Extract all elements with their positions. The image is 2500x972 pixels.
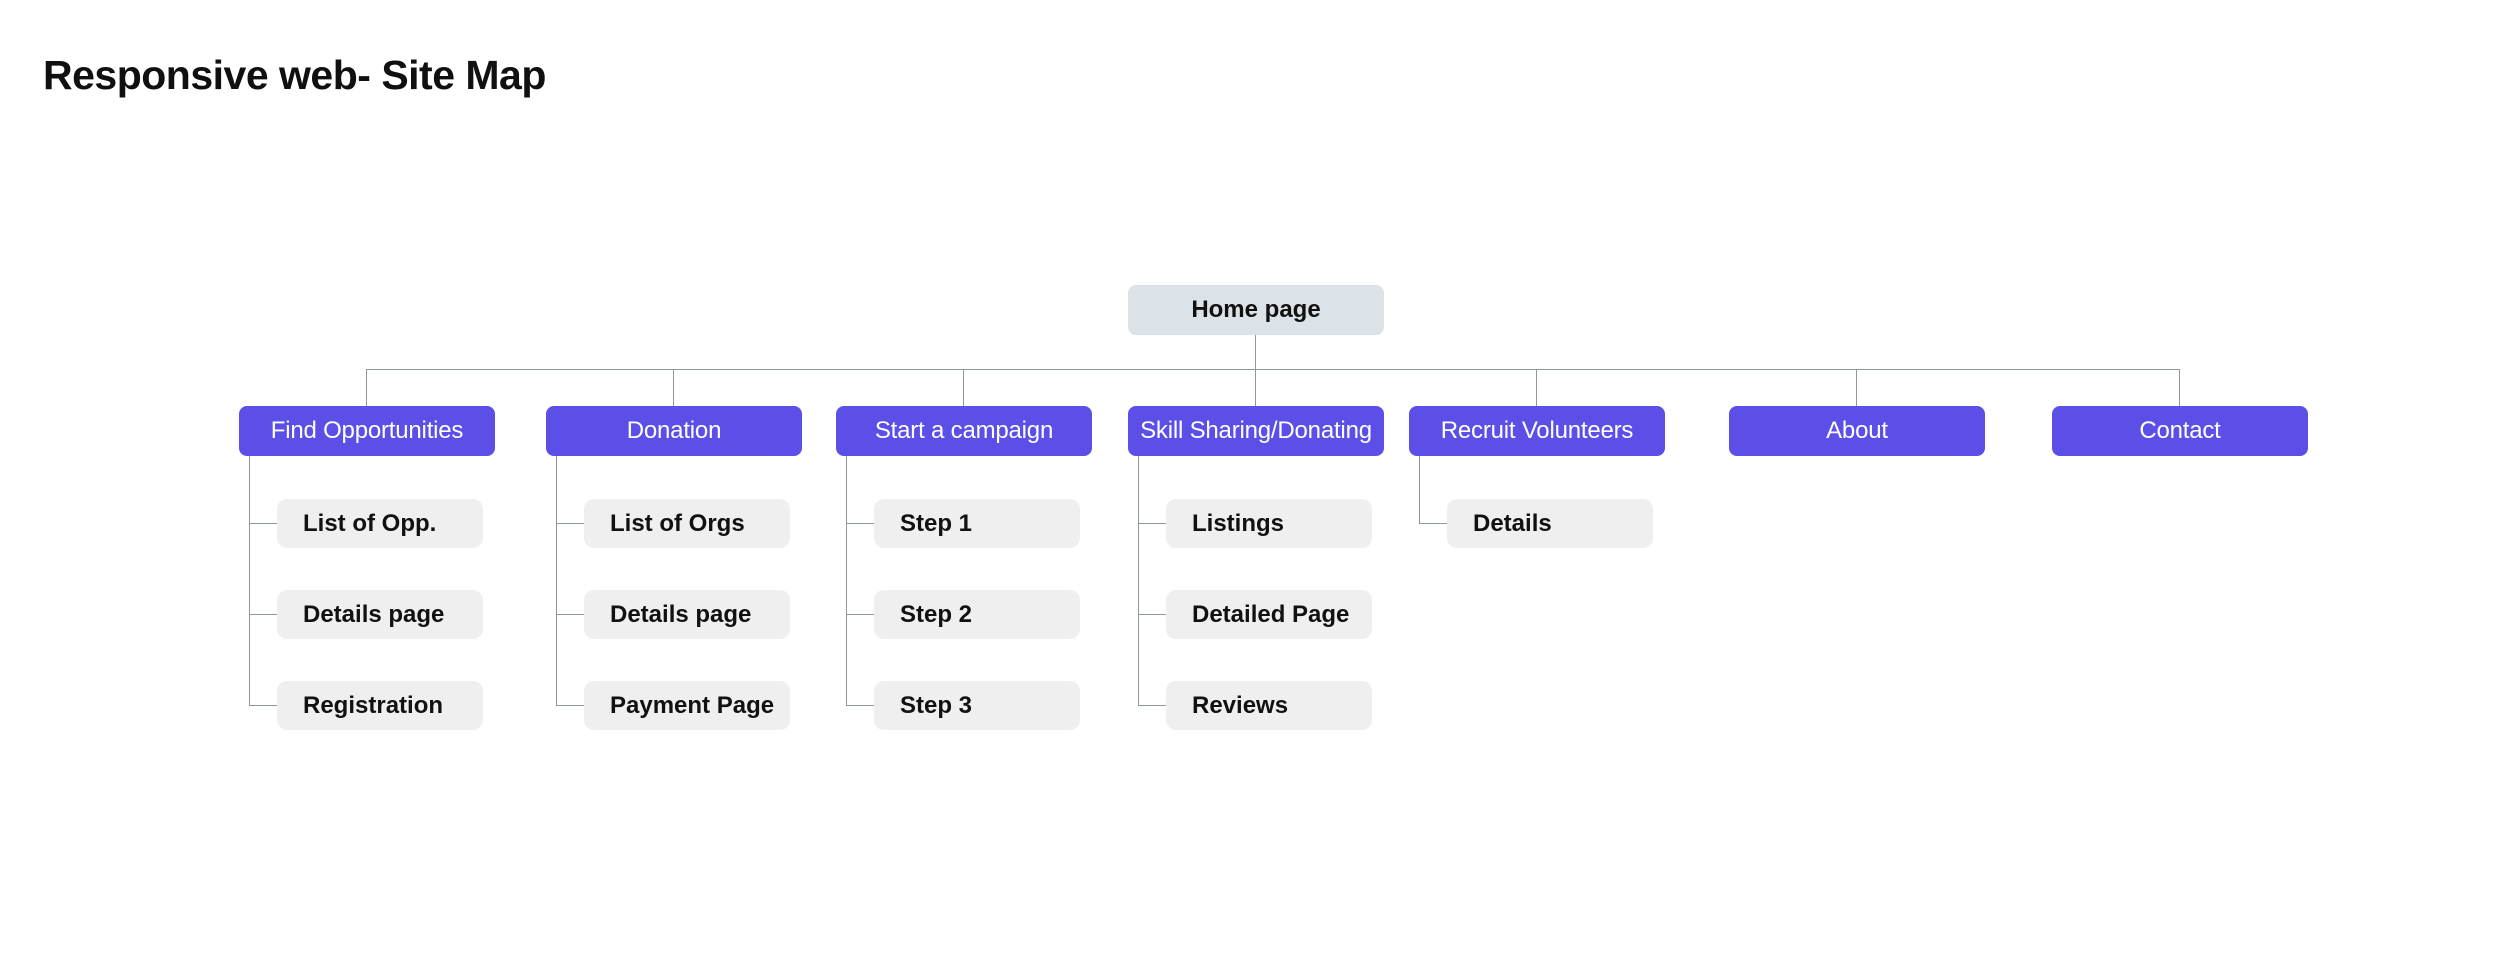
connector-stub [1138, 523, 1166, 524]
connector-root-drop [1255, 335, 1256, 369]
connector-branch-start-a-campaign [846, 456, 847, 705]
node-campaign-step-1: Step 1 [874, 499, 1080, 548]
node-skill-sharing-donating: Skill Sharing/Donating [1128, 406, 1384, 456]
node-find-registration: Registration [277, 681, 483, 730]
connector-stub [556, 614, 584, 615]
node-find-details-page: Details page [277, 590, 483, 639]
connector-stub [846, 523, 874, 524]
connector-drop-donation [673, 369, 674, 406]
node-recruit-details: Details [1447, 499, 1653, 548]
connector-branch-recruit-volunteers [1419, 456, 1420, 523]
node-start-a-campaign: Start a campaign [836, 406, 1092, 456]
node-find-opportunities: Find Opportunities [239, 406, 495, 456]
node-donation-details-page: Details page [584, 590, 790, 639]
connector-stub [249, 705, 277, 706]
connector-drop-start-a-campaign [963, 369, 964, 406]
connector-stub [1419, 523, 1447, 524]
node-home-page: Home page [1128, 285, 1384, 335]
connector-stub [249, 614, 277, 615]
node-skill-detailed-page: Detailed Page [1166, 590, 1372, 639]
connector-branch-skill-sharing [1138, 456, 1139, 705]
connector-drop-recruit-volunteers [1536, 369, 1537, 406]
connector-stub [556, 705, 584, 706]
connector-branch-find-opportunities [249, 456, 250, 705]
connector-drop-contact [2179, 369, 2180, 406]
node-about: About [1729, 406, 1985, 456]
node-campaign-step-2: Step 2 [874, 590, 1080, 639]
node-recruit-volunteers: Recruit Volunteers [1409, 406, 1665, 456]
page-title: Responsive web- Site Map [43, 52, 546, 98]
connector-stub [1138, 614, 1166, 615]
connector-drop-find-opportunities [366, 369, 367, 406]
node-donation-list-of-orgs: List of Orgs [584, 499, 790, 548]
connector-stub [846, 614, 874, 615]
node-skill-reviews: Reviews [1166, 681, 1372, 730]
node-contact: Contact [2052, 406, 2308, 456]
connector-stub [846, 705, 874, 706]
connector-drop-skill-sharing [1255, 369, 1256, 406]
connector-stub [249, 523, 277, 524]
connector-drop-about [1856, 369, 1857, 406]
connector-stub [1138, 705, 1166, 706]
node-skill-listings: Listings [1166, 499, 1372, 548]
connector-trunk [366, 369, 2180, 370]
node-donation-payment-page: Payment Page [584, 681, 790, 730]
node-donation: Donation [546, 406, 802, 456]
node-find-list-of-opp: List of Opp. [277, 499, 483, 548]
connector-branch-donation [556, 456, 557, 705]
node-campaign-step-3: Step 3 [874, 681, 1080, 730]
connector-stub [556, 523, 584, 524]
